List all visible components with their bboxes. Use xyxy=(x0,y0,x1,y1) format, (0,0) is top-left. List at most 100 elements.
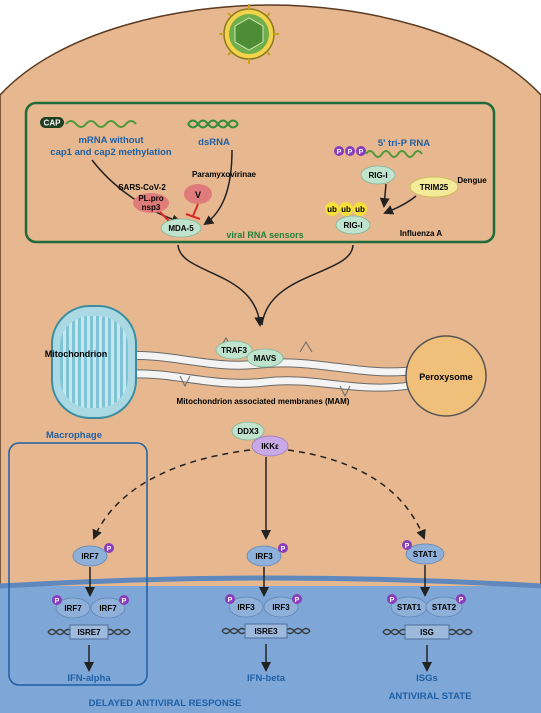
stat2-dimer xyxy=(425,596,463,618)
ifn-alpha-label: IFN-alpha xyxy=(67,673,111,684)
ddx3-protein xyxy=(231,421,265,441)
rigi-ubiquitinated-protein xyxy=(335,215,371,235)
svg-text:ub: ub xyxy=(355,205,365,214)
nuclear-envelope xyxy=(0,575,541,589)
svg-text:P: P xyxy=(459,597,464,604)
v-label: V xyxy=(195,190,201,200)
irf7-label: IRF7 xyxy=(81,552,99,561)
inhibition-icon xyxy=(185,203,201,220)
paramyxovirinae-label: Paramyxovirinae xyxy=(192,170,257,179)
svg-text:P: P xyxy=(55,598,60,605)
sars-cov2-label: SARS-CoV-2 xyxy=(118,183,166,192)
mda5-to-mavs-arrow xyxy=(177,244,265,327)
svg-text:P: P xyxy=(390,597,395,604)
mam-label: Mitochondrion associated membranes (MAM) xyxy=(177,397,350,406)
peroxisome-label: Peroxysome xyxy=(419,372,473,382)
antiviral-state-label: ANTIVIRAL STATE xyxy=(389,691,472,702)
mrna-strand-icon xyxy=(65,120,137,128)
mrna-label-line2: cap1 and cap2 methylation xyxy=(50,147,172,158)
irf7-dimer-left xyxy=(55,597,91,619)
svg-text:IRF7: IRF7 xyxy=(99,604,117,613)
isre7-label: ISRE7 xyxy=(77,628,101,637)
dsrna-label: dsRNA xyxy=(198,137,230,148)
svg-text:P: P xyxy=(405,543,410,550)
phosphate-icon xyxy=(52,595,62,605)
delayed-response-label: DELAYED ANTIVIRAL RESPONSE xyxy=(89,698,242,709)
dsrna-to-mda5-arrow xyxy=(203,149,233,226)
phosphate-icon xyxy=(225,594,235,604)
svg-text:P: P xyxy=(107,546,112,553)
phosphate-icon xyxy=(387,594,397,604)
plpro-protein xyxy=(133,193,169,213)
irf3-label: IRF3 xyxy=(255,552,273,561)
ddx3-label: DDX3 xyxy=(237,427,259,436)
irf3-dimer-right xyxy=(263,596,299,618)
svg-text:IRF7: IRF7 xyxy=(64,604,82,613)
rigi2-label: RIG-I xyxy=(343,221,362,230)
isre3-label: ISRE3 xyxy=(254,627,278,636)
traf3-protein xyxy=(215,340,253,360)
irf3-cytoplasm-protein xyxy=(246,545,282,567)
macrophage-label: Macrophage xyxy=(46,430,102,441)
rigi-down-arrow xyxy=(379,183,390,208)
mrna-to-mda5-arrow xyxy=(91,159,182,225)
svg-text:ub: ub xyxy=(327,205,337,214)
dengue-label: Dengue xyxy=(457,176,487,185)
mavs-label: MAVS xyxy=(254,354,277,363)
ifn-beta-label: IFN-beta xyxy=(247,673,286,684)
svg-text:IRF3: IRF3 xyxy=(272,603,290,612)
svg-text:P: P xyxy=(228,597,233,604)
mda5-protein xyxy=(160,218,202,238)
isre7-element xyxy=(69,624,109,640)
svg-text:STAT1: STAT1 xyxy=(397,603,422,612)
svg-text:P: P xyxy=(122,598,127,605)
isg-element xyxy=(404,624,450,640)
dsrna-helix-icon xyxy=(187,119,239,129)
svg-text:P: P xyxy=(348,149,353,156)
phosphate-icon xyxy=(119,595,129,605)
rigi-protein xyxy=(360,165,396,185)
ikk-label: IKKε xyxy=(261,442,279,451)
triP-rna-label: 5' tri-P RNA xyxy=(378,138,430,149)
svg-text:IRF3: IRF3 xyxy=(237,603,255,612)
rna-strand-icon xyxy=(365,150,423,158)
ikk-to-stat1-dashed-arrow xyxy=(287,449,426,540)
plpro-label-line2: nsp3 xyxy=(142,203,161,212)
dna-icon xyxy=(221,627,311,635)
stat2-label: STAT2 xyxy=(432,603,457,612)
dna-icon xyxy=(47,628,131,636)
isg-label: ISG xyxy=(420,628,434,637)
trim25-protein xyxy=(409,176,459,198)
influenza-label: Influenza A xyxy=(400,229,443,238)
cap-label: CAP xyxy=(44,119,62,128)
phosphate-icon xyxy=(292,594,302,604)
mitochondrion-icon xyxy=(51,305,137,419)
rigi-to-mavs-arrow xyxy=(261,244,354,326)
triphosphate-group: P P P xyxy=(334,146,366,156)
svg-text:P: P xyxy=(295,597,300,604)
phosphate-icon xyxy=(356,146,366,156)
viral-rna-sensors-box xyxy=(24,101,496,244)
ikk-protein xyxy=(251,435,289,457)
phosphate-icon xyxy=(345,146,355,156)
phosphate-icon xyxy=(456,594,466,604)
ikk-to-irf7-dashed-arrow xyxy=(92,449,251,540)
irf7-cytoplasm-protein xyxy=(72,545,108,567)
virus-icon xyxy=(219,4,279,64)
irf3-dimer-left xyxy=(228,596,264,618)
svg-text:P: P xyxy=(359,149,364,156)
trim25-to-rigi-arrow xyxy=(383,195,417,215)
phosphate-icon xyxy=(334,146,344,156)
mavs-protein xyxy=(246,348,284,368)
stat1-cytoplasm-protein xyxy=(405,543,445,565)
traf3-label: TRAF3 xyxy=(221,346,247,355)
rigi-label: RIG-I xyxy=(368,171,387,180)
phosphate-icon xyxy=(402,540,412,550)
isgs-label: ISGs xyxy=(416,673,438,684)
macrophage-box xyxy=(8,442,148,686)
mda5-label: MDA-5 xyxy=(168,224,194,233)
v-protein xyxy=(184,184,212,204)
isre3-element xyxy=(244,623,288,639)
mitochondrion-label: Mitochondrion xyxy=(45,349,108,359)
